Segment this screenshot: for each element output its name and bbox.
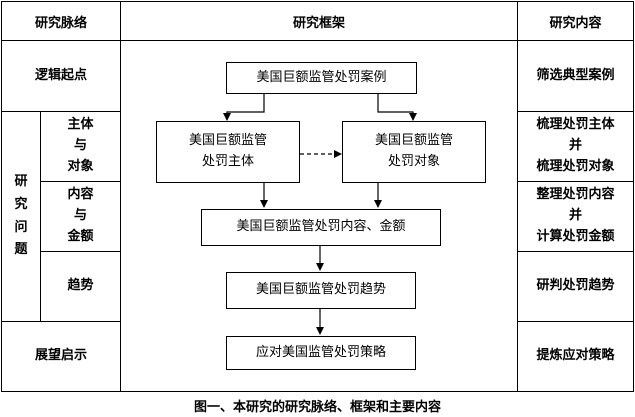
content-amount-line-3: 金额 bbox=[67, 228, 94, 244]
subject-object-line-2: 与 bbox=[73, 138, 87, 154]
subject-object-line-3: 对象 bbox=[67, 158, 94, 174]
subject-object-line-1: 主体 bbox=[67, 117, 94, 133]
flow-box-trend: 美国巨额监管处罚趋势 bbox=[226, 272, 416, 309]
content-amount-line-2: 与 bbox=[73, 208, 87, 224]
content-amount-line-1: 内容 bbox=[67, 187, 94, 203]
right-r3-line-2: 并 bbox=[568, 208, 582, 224]
flow-box-strategy: 应对美国监管处罚策略 bbox=[226, 336, 416, 370]
right-r2-line-2: 并 bbox=[568, 138, 582, 154]
right-refine-strategy: 提炼应对策略 bbox=[517, 321, 634, 392]
flow-box-content: 美国巨额监管处罚内容、金额 bbox=[201, 209, 441, 246]
research-question-char-1: 研 bbox=[14, 174, 28, 189]
right-r2-line-1: 梳理处罚主体 bbox=[536, 117, 615, 133]
arrow-cases-to-object bbox=[377, 94, 417, 121]
flow-subject-line-1: 美国巨额监管 bbox=[188, 133, 267, 149]
subject-object-label: 主体 与 对象 bbox=[40, 111, 121, 182]
right-organize-content-amount: 整理处罚内容 并 计算处罚金额 bbox=[517, 181, 634, 252]
right-sort-subject-object: 梳理处罚主体 并 梳理处罚对象 bbox=[517, 111, 634, 182]
arrow-cases-to-subject bbox=[223, 94, 265, 121]
flow-box-subject: 美国巨额监管 处罚主体 bbox=[156, 121, 300, 183]
flow-box-object: 美国巨额监管 处罚对象 bbox=[342, 121, 486, 183]
research-question-char-3: 问 bbox=[14, 219, 28, 235]
flow-box-cases: 美国巨额监管处罚案例 bbox=[226, 62, 417, 94]
research-question-char-4: 题 bbox=[14, 242, 28, 258]
flow-subject-line-2: 处罚主体 bbox=[201, 154, 254, 169]
right-r2-line-3: 梳理处罚对象 bbox=[536, 158, 615, 174]
right-r3-line-3: 计算处罚金额 bbox=[536, 228, 615, 244]
flow-object-line-2: 处罚对象 bbox=[387, 154, 440, 169]
research-question-char-2: 究 bbox=[14, 196, 28, 212]
figure-caption: 图一、本研究的研究脉络、框架和主要内容 bbox=[193, 400, 441, 415]
right-r3-line-1: 整理处罚内容 bbox=[536, 187, 615, 203]
flow-object-line-1: 美国巨额监管 bbox=[374, 133, 453, 149]
